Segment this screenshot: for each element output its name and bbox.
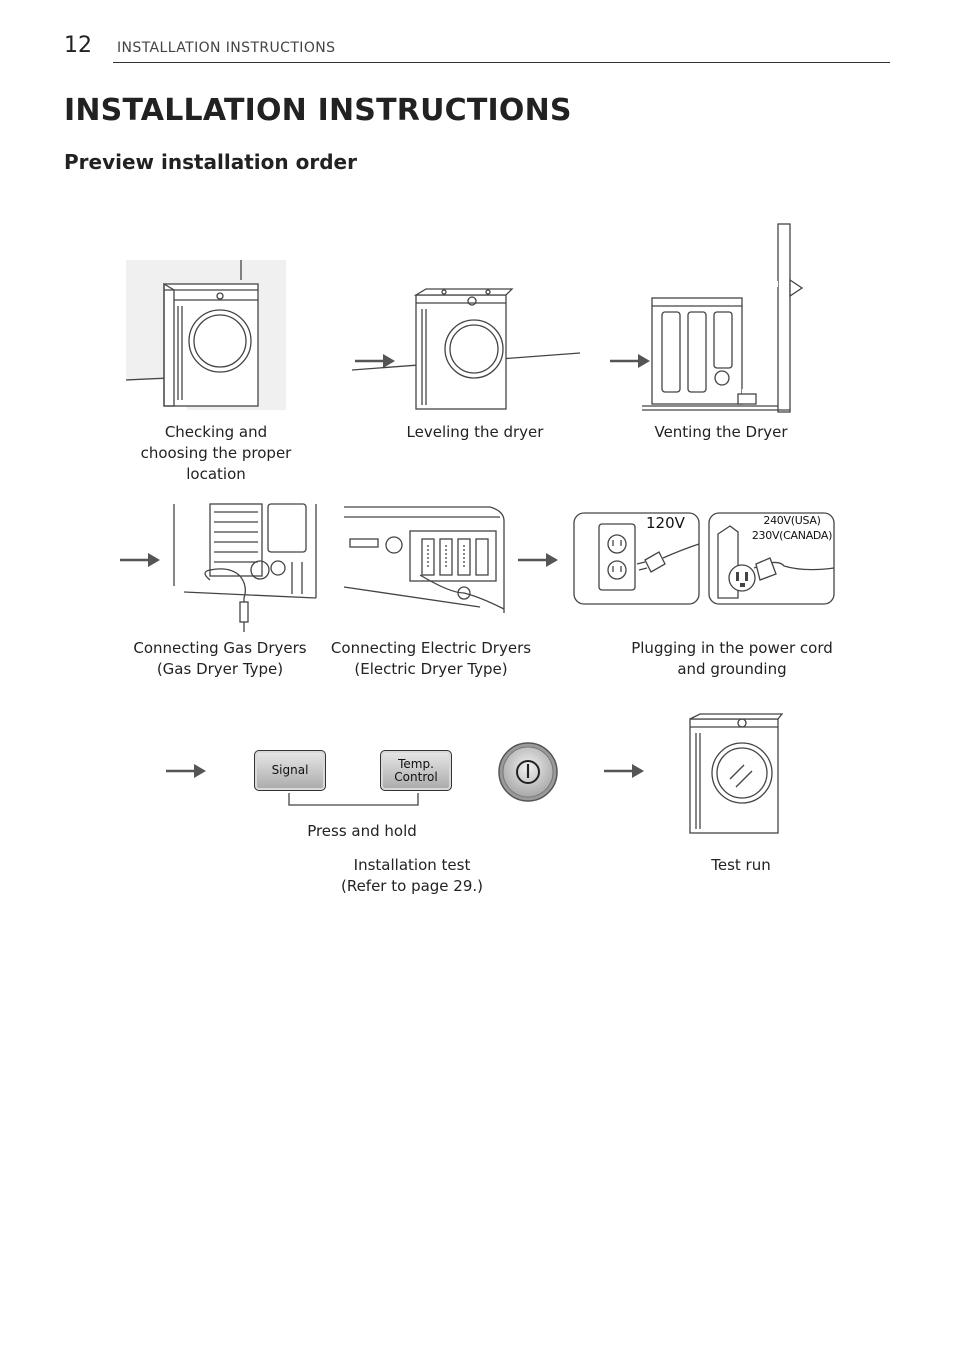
- press-and-hold-label: Press and hold: [307, 822, 417, 840]
- running-header: INSTALLATION INSTRUCTIONS: [117, 40, 336, 56]
- signal-button[interactable]: Signal: [254, 750, 326, 791]
- arrow-right-icon: [518, 553, 558, 567]
- header-rule: [113, 62, 890, 63]
- step-caption: Installation test (Refer to page 29.): [340, 856, 484, 895]
- step-caption: Venting the Dryer: [654, 423, 788, 441]
- step-caption: Connecting Electric Dryers (Electric Dry…: [330, 639, 532, 678]
- arrow-right-icon: [166, 764, 206, 778]
- dryer-leveling-illustration: [351, 288, 581, 410]
- step-caption: Test run: [711, 856, 771, 874]
- page-number: 12: [64, 33, 92, 58]
- outlet-120v-illustration: [573, 512, 700, 605]
- step-caption: Checking and choosing the proper locatio…: [140, 423, 292, 483]
- voltage-label-240v: 240V(USA) 230V(CANADA): [751, 514, 833, 542]
- press-and-hold-bracket: [288, 793, 419, 806]
- section-title: Preview installation order: [64, 150, 357, 174]
- arrow-right-icon: [610, 354, 650, 368]
- power-icon[interactable]: [497, 741, 559, 803]
- page-title: INSTALLATION INSTRUCTIONS: [64, 93, 572, 128]
- dryer-location-illustration: [125, 260, 286, 410]
- arrow-right-icon: [355, 354, 395, 368]
- step-caption: Connecting Gas Dryers (Gas Dryer Type): [133, 639, 307, 678]
- step-caption: Leveling the dryer: [406, 423, 544, 441]
- arrow-right-icon: [604, 764, 644, 778]
- arrow-right-icon: [120, 553, 160, 567]
- temp-control-button[interactable]: Temp. Control: [380, 750, 452, 791]
- dryer-test-run-illustration: [689, 713, 784, 834]
- electric-connection-illustration: [343, 506, 505, 613]
- voltage-label-120v: 120V: [646, 514, 685, 532]
- outlet-240v-illustration: [708, 512, 835, 605]
- step-caption: Plugging in the power cord and grounding: [631, 639, 833, 678]
- dryer-venting-illustration: [642, 223, 804, 413]
- gas-connection-illustration: [173, 503, 317, 632]
